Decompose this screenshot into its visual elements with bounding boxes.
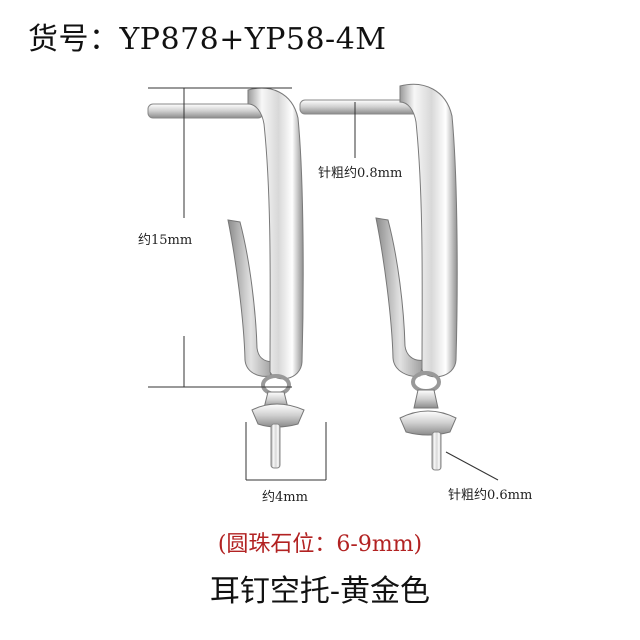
product-caption: 耳钉空托-黄金色 [209, 574, 431, 609]
dimension-lines [148, 87, 499, 481]
post-left [147, 103, 264, 119]
jump-ring-left [261, 374, 291, 396]
cup-right [399, 410, 457, 436]
cup-left [251, 403, 305, 428]
bail-right [413, 389, 439, 409]
peg-left [270, 423, 281, 469]
hook-tail-right [375, 217, 425, 377]
wire-thickness-bottom-label: 针粗约0.6mm [448, 488, 533, 503]
earring-left [147, 87, 305, 469]
jump-ring-right [411, 371, 441, 393]
hook-tail-left [227, 219, 275, 377]
cup-diameter-label: 约4mm [262, 490, 308, 505]
earring-right [299, 83, 458, 471]
page-title: 货号：YP878+YP58-4M [28, 22, 387, 57]
wire-thickness-top-label: 针粗约0.8mm [318, 166, 403, 181]
bar-right [399, 83, 458, 378]
dim-wire-bottom-pointer [445, 451, 499, 481]
peg-right [431, 431, 442, 471]
height-label: 约15mm [138, 233, 193, 248]
bead-size-note: (圆珠石位：6-9mm) [217, 532, 423, 557]
